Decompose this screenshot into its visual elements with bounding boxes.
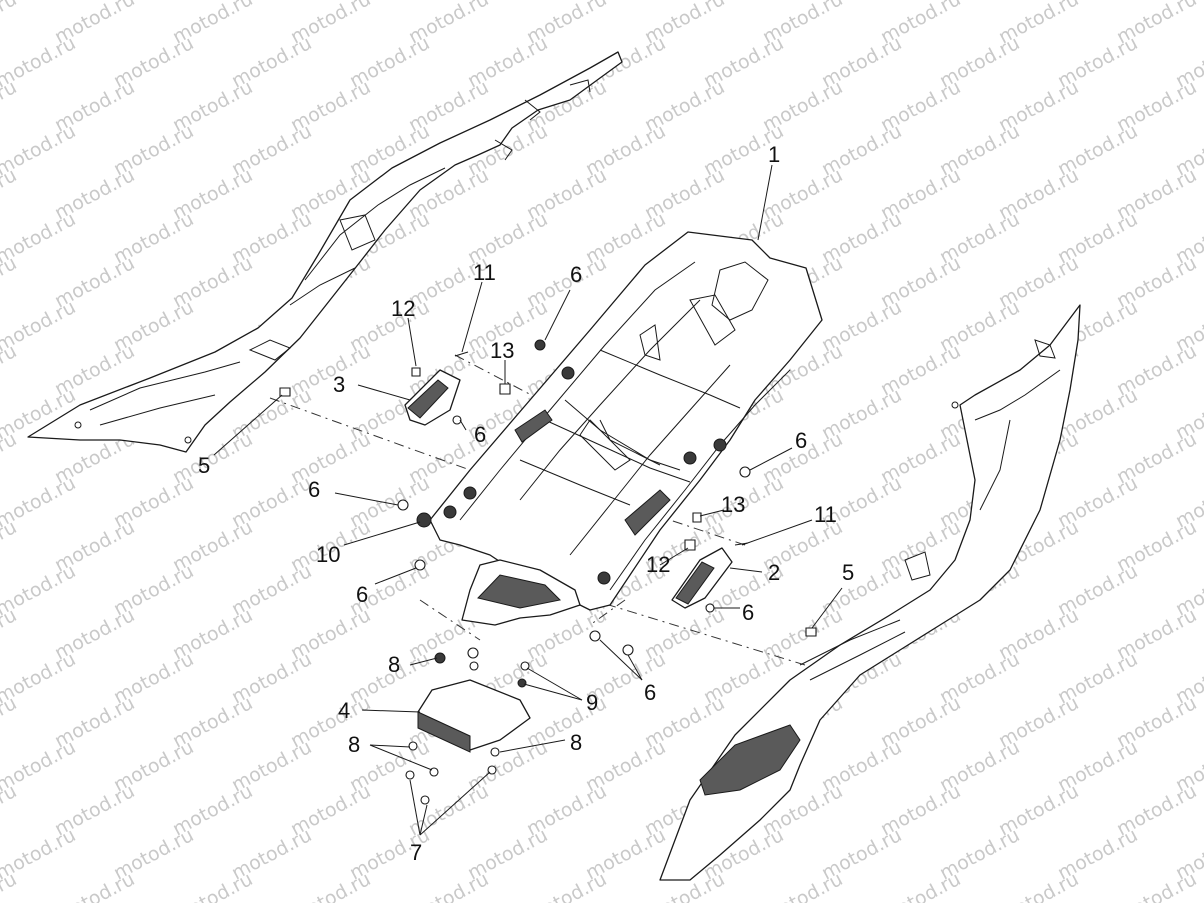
lower-plate	[461, 559, 581, 626]
leader-lines	[213, 164, 843, 836]
callout-11-right: 11	[814, 502, 837, 527]
callout-4: 4	[338, 698, 350, 723]
cover-plate	[417, 679, 531, 753]
callout-6-bracket-left: 6	[474, 422, 486, 447]
watermark-text: motod.ru	[0, 164, 20, 224]
watermark-text: motod.ru	[1113, 868, 1200, 903]
callout-7: 7	[410, 840, 422, 865]
callout-6-top: 6	[570, 262, 582, 287]
watermark-text: motod.ru	[0, 604, 20, 664]
watermark-text: motod.ru	[877, 868, 964, 903]
watermark-text: motod.ru	[0, 428, 20, 488]
callout-8-lower-right: 8	[570, 730, 582, 755]
watermark-text: motod.ru	[0, 76, 20, 136]
callout-6-lower-left: 6	[356, 582, 368, 607]
watermark-text: motod.ru	[287, 868, 374, 903]
callout-8-lower-left: 8	[348, 732, 360, 757]
watermark-text: motod.ru	[169, 868, 256, 903]
watermark-text: motod.ru	[0, 516, 20, 576]
callout-3: 3	[333, 372, 345, 397]
watermark-text: motod.ru	[0, 780, 20, 840]
callout-12-left: 12	[391, 296, 415, 321]
callout-1: 1	[768, 142, 780, 167]
left-side-panel	[27, 51, 623, 453]
callout-5-right: 5	[842, 560, 854, 585]
right-side-panel	[659, 304, 1081, 881]
callout-5-left: 5	[198, 453, 210, 478]
callout-labels: 1 2 3 4 5 5 6 6 6 6 6 6 6 7 8 8 8 9 10 1…	[198, 142, 854, 865]
watermark-text: motod.ru	[0, 340, 20, 400]
bracket-left	[404, 369, 461, 426]
callout-6-bracket-right: 6	[742, 600, 754, 625]
callout-9: 9	[586, 690, 598, 715]
callout-6-bottom: 6	[644, 680, 656, 705]
watermark-text: motod.ru	[405, 868, 492, 903]
bracket-right	[671, 547, 733, 609]
callout-11-left: 11	[473, 260, 496, 285]
watermark-text: motod.ru	[0, 0, 20, 48]
watermark-text: motod.ru	[523, 868, 610, 903]
callout-12-right: 12	[646, 552, 670, 577]
watermark-text: motod.ru	[0, 692, 20, 752]
callout-6-left: 6	[308, 477, 320, 502]
callout-6-right: 6	[795, 428, 807, 453]
callout-13-right: 13	[721, 492, 745, 517]
watermark-text: motod.ru	[995, 868, 1082, 903]
callout-13-left: 13	[490, 338, 514, 363]
callout-10: 10	[316, 542, 340, 567]
watermark-text: motod.ru	[759, 868, 846, 903]
callout-8-upper: 8	[388, 652, 400, 677]
callout-2: 2	[768, 560, 780, 585]
watermark-text: motod.ru	[51, 868, 138, 903]
watermark-text: motod.ru	[0, 252, 20, 312]
